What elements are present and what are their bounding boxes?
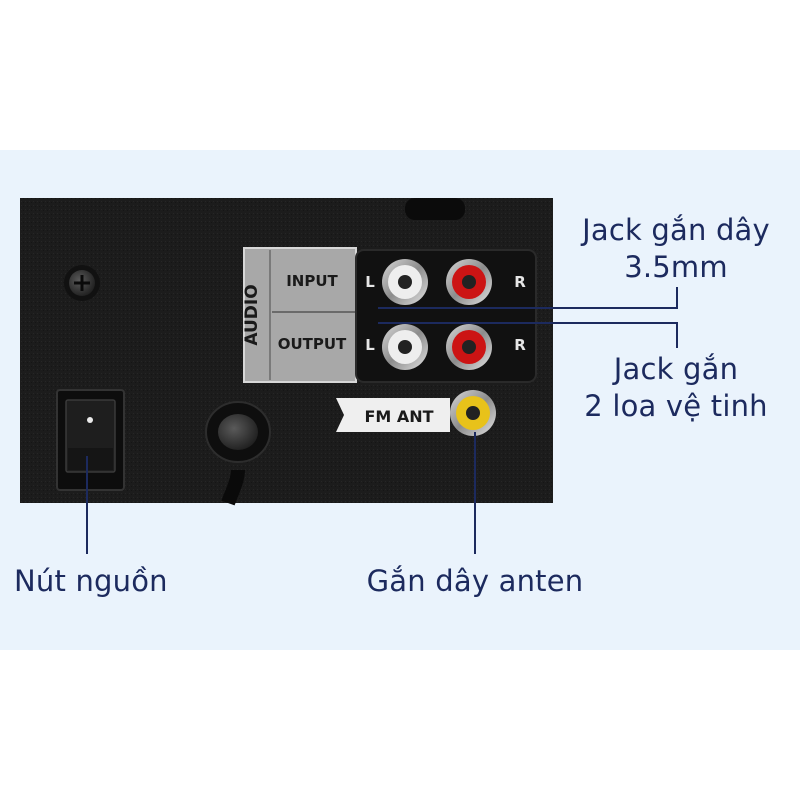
- leader-lines: [86, 287, 678, 554]
- callout-power-button: Nút nguồn: [14, 564, 168, 598]
- fm-ant-label: FM ANT: [364, 407, 433, 426]
- rca-input-left-icon: [382, 259, 428, 305]
- output-label: OUTPUT: [278, 335, 347, 353]
- right-label-output: R: [514, 336, 526, 354]
- callout-jack-35-line2: 3.5mm: [624, 250, 728, 284]
- power-cord-icon: [205, 401, 271, 506]
- top-notch: [405, 198, 465, 220]
- left-label-input: L: [365, 273, 375, 291]
- input-label: INPUT: [286, 272, 338, 290]
- callout-jack-35: Jack gắn dây 3.5mm: [565, 212, 787, 286]
- rca-fm-antenna-icon: [450, 390, 496, 436]
- leader-line-jack-35: [378, 287, 678, 309]
- fm-ant-plate: [336, 398, 450, 432]
- screw-icon: [64, 265, 100, 301]
- rca-output-left-icon: [382, 324, 428, 370]
- left-label-output: L: [365, 336, 375, 354]
- callout-antenna: Gắn dây anten: [366, 564, 584, 598]
- rca-output-right-icon: [446, 324, 492, 370]
- power-switch-icon: [56, 389, 125, 491]
- rca-input-right-icon: [446, 259, 492, 305]
- leader-line-speakers: [378, 322, 678, 348]
- right-label-input: R: [514, 273, 526, 291]
- callout-speakers-line2: 2 loa vệ tinh: [584, 389, 768, 423]
- callout-jack-35-line1: Jack gắn dây: [582, 213, 770, 247]
- callout-speakers: Jack gắn 2 loa vệ tinh: [565, 351, 787, 425]
- audio-label: AUDIO: [242, 284, 262, 345]
- callout-speakers-line1: Jack gắn: [613, 352, 739, 386]
